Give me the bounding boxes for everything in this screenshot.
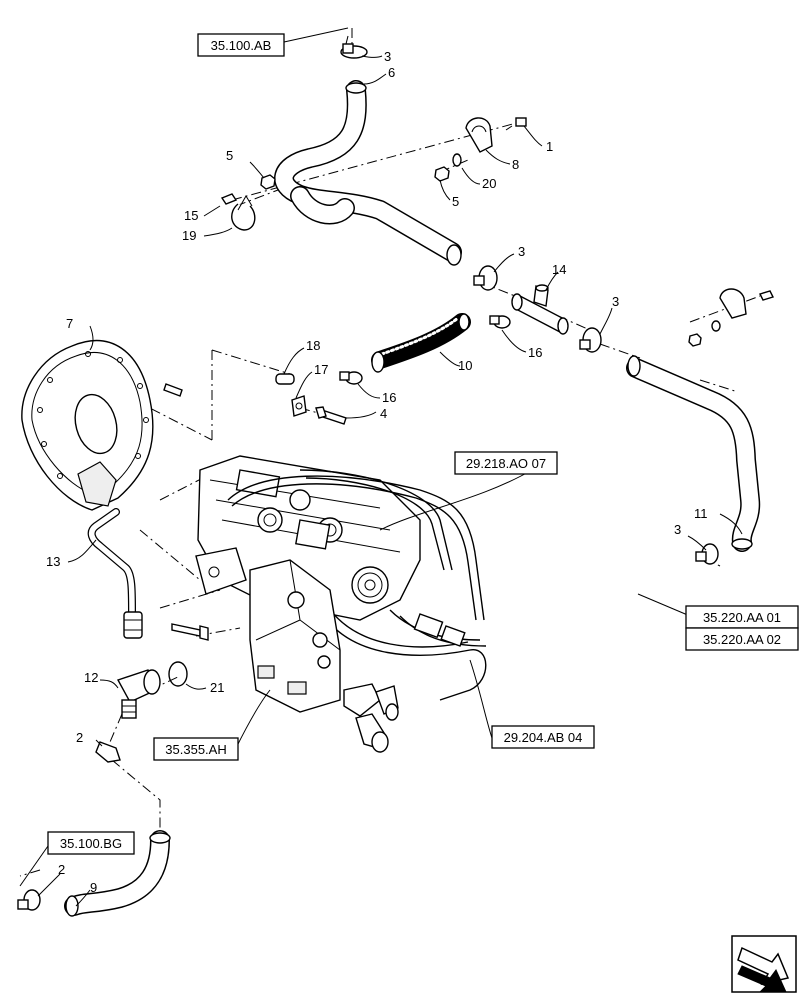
hose-clamp-16-left: [339, 371, 363, 385]
hose-clamp-3-lower-right: [695, 543, 719, 565]
reference-label: 35.100.BG: [60, 836, 122, 851]
hose-clamp-3-middle-right: [579, 327, 602, 353]
callout-numbers: 1 2 2 3 3 3 3 4 5 5 6 7 8 9 10 11 12 13 …: [46, 49, 708, 895]
callout-9: 9: [90, 880, 97, 895]
reference-box-29-218-ao-07: 29.218.AO 07: [454, 451, 558, 475]
hose-clamp-3-top: [340, 35, 368, 59]
callout-14: 14: [552, 262, 566, 277]
callout-4: 4: [380, 406, 387, 421]
reference-label: 29.204.AB 04: [504, 730, 583, 745]
bracket-right: [688, 288, 774, 347]
spacer-part-18: [275, 373, 295, 385]
callout-5: 5: [452, 194, 459, 209]
callout-12: 12: [84, 670, 98, 685]
reference-box-35-100-ab: 35.100.AB: [197, 33, 285, 57]
reference-label: 35.355.AH: [165, 742, 226, 757]
hose-part-11: [626, 355, 761, 552]
alignment-lines: [19, 28, 761, 877]
callout-5: 5: [226, 148, 233, 163]
callout-16: 16: [528, 345, 542, 360]
control-valve-block: [171, 559, 399, 753]
cover-plate-part-7: [21, 339, 154, 511]
callout-11: 11: [694, 506, 708, 521]
next-page-arrow-icon[interactable]: [731, 935, 797, 993]
reference-label: 35.100.AB: [211, 38, 272, 53]
bolt-part-4: [315, 406, 347, 425]
callout-6: 6: [388, 65, 395, 80]
callout-20: 20: [482, 176, 496, 191]
hose-part-6: [274, 80, 462, 266]
cover-bolt: [163, 383, 183, 397]
clamp-part-19: [220, 174, 276, 231]
callout-21: 21: [210, 680, 224, 695]
callout-3: 3: [384, 49, 391, 64]
adapter-part-2-upper: [95, 741, 121, 763]
callout-10: 10: [458, 358, 472, 373]
callout-7: 7: [66, 316, 73, 331]
callout-16: 16: [382, 390, 396, 405]
bracket-part-8: [434, 117, 527, 182]
callout-3: 3: [612, 294, 619, 309]
o-ring-part-21: [168, 661, 188, 687]
reference-label: 35.220.AA 01: [703, 610, 781, 625]
callout-3: 3: [674, 522, 681, 537]
reference-label: 29.218.AO 07: [466, 456, 546, 471]
callout-18: 18: [306, 338, 320, 353]
callout-2: 2: [76, 730, 83, 745]
callout-2: 2: [58, 862, 65, 877]
callout-15: 15: [184, 208, 198, 223]
clip-part-17: [291, 395, 307, 417]
pump-hoses: [227, 469, 487, 701]
callout-1: 1: [546, 139, 553, 154]
leader-lines: [19, 27, 743, 907]
elbow-fitting-part-12: [116, 669, 161, 719]
hose-clamp-16-right: [489, 315, 511, 329]
reference-box-35-100-bg: 35.100.BG: [47, 831, 135, 855]
tube-part-13: [87, 508, 143, 639]
reference-box-29-204-ab-04: 29.204.AB 04: [491, 725, 595, 749]
callout-13: 13: [46, 554, 60, 569]
hose-clamp-2-lower: [17, 889, 41, 911]
callout-8: 8: [512, 157, 519, 172]
reference-label: 35.220.AA 02: [703, 632, 781, 647]
hose-part-10: [371, 313, 471, 373]
callout-17: 17: [314, 362, 328, 377]
reference-box-35-355-ah: 35.355.AH: [153, 737, 239, 761]
hose-clamp-3-middle-left: [473, 265, 498, 291]
reference-box-35-220-aa: 35.220.AA 01 35.220.AA 02: [685, 605, 799, 651]
tee-fitting-part-14: [511, 284, 569, 335]
callout-3: 3: [518, 244, 525, 259]
callout-19: 19: [182, 228, 196, 243]
hose-part-9: [64, 830, 171, 917]
